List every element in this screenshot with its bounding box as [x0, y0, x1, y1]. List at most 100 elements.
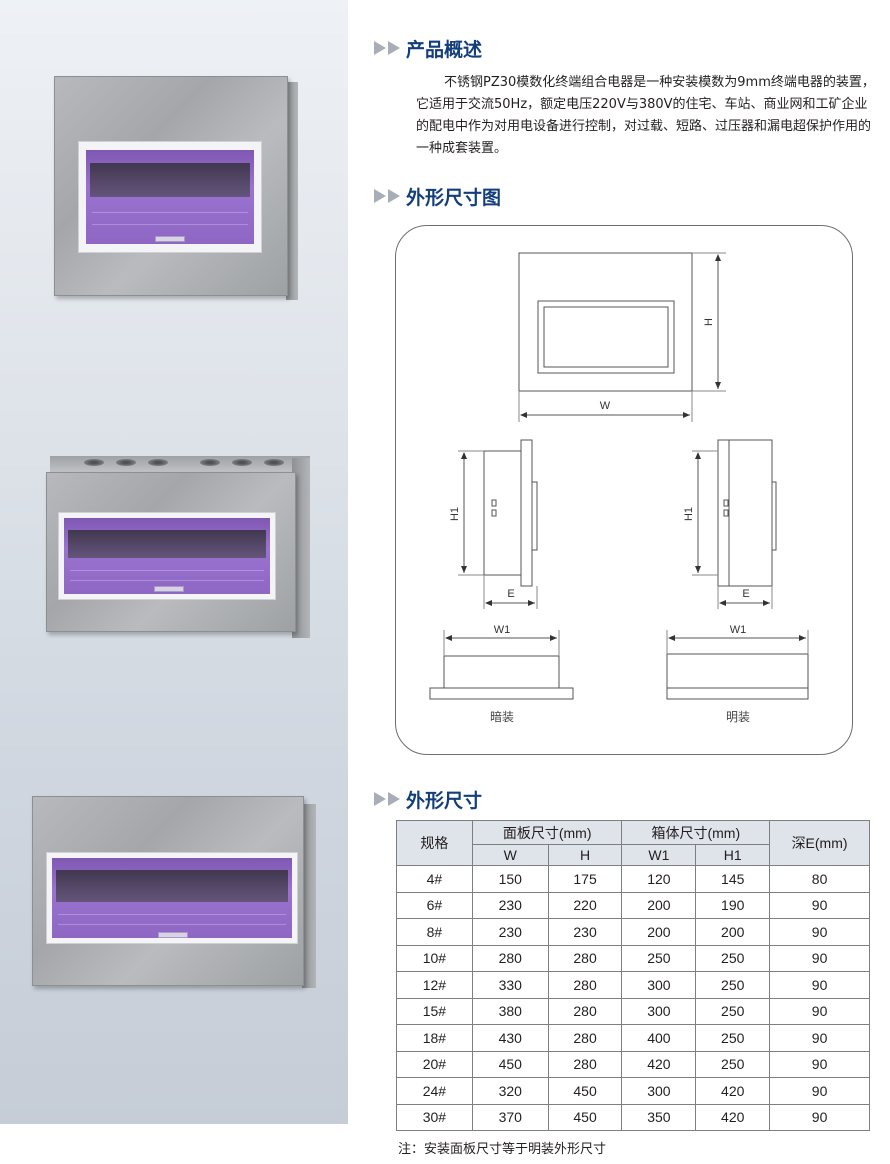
front-window-outline — [537, 300, 675, 374]
table-cell: 450 — [547, 1103, 623, 1131]
table-cell: 90 — [769, 1024, 870, 1052]
table-note: 注：安装面板尺寸等于明装外形尺寸 — [398, 1142, 607, 1157]
table-cell: 90 — [769, 997, 870, 1025]
table-cell: 220 — [547, 891, 623, 919]
header-h1: H1 — [695, 844, 771, 866]
caption-surface: 明装 — [726, 710, 750, 724]
table-cell: 300 — [621, 971, 697, 999]
table-cell: 90 — [769, 1103, 870, 1131]
table-cell: 350 — [621, 1103, 697, 1131]
table-cell: 230 — [547, 918, 623, 946]
table-cell: 450 — [547, 1077, 623, 1105]
table-cell: 90 — [769, 918, 870, 946]
header-depth: 深E(mm) — [769, 820, 870, 866]
section-title: 产品概述 — [406, 38, 483, 61]
table-cell: 250 — [621, 944, 697, 972]
dimension-drawing-svg: H W H1 E H1 E W1 W1 暗装 明装 — [429, 252, 809, 724]
table-cell: 430 — [471, 1024, 549, 1052]
label-e-right: E — [742, 588, 749, 600]
table-cell: 90 — [769, 891, 870, 919]
table-cell: 90 — [769, 944, 870, 972]
table-cell: 420 — [621, 1050, 697, 1078]
table-cell: 90 — [769, 971, 870, 999]
dimension-drawing: H W H1 E H1 E W1 W1 暗装 明装 — [395, 225, 853, 755]
table-cell: 420 — [695, 1103, 771, 1131]
table-cell: 250 — [695, 971, 771, 999]
table-cell: 250 — [695, 997, 771, 1025]
table-header: 规格 面板尺寸(mm) 箱体尺寸(mm) 深E(mm) W H W1 H1 — [396, 820, 870, 866]
table-cell: 250 — [695, 944, 771, 972]
product-photo-small — [0, 0, 348, 320]
table-cell: 4# — [396, 865, 473, 893]
table-cell: 200 — [621, 918, 697, 946]
front-window-inner — [543, 306, 669, 368]
table-cell: 30# — [396, 1103, 473, 1131]
table-cell: 200 — [695, 918, 771, 946]
overview-paragraph: 不锈钢PZ30模数化终端组合电器是一种安装模数为9mm终端电器的装置，它适用于交… — [416, 75, 875, 156]
dimension-table: 规格 面板尺寸(mm) 箱体尺寸(mm) 深E(mm) W H W1 H1 4#… — [396, 820, 870, 1131]
table-cell: 10# — [396, 944, 473, 972]
table-cell: 150 — [471, 865, 549, 893]
flush-bottom-panel — [429, 687, 574, 700]
label-h1-right: H1 — [683, 507, 695, 521]
label-w1-right: W1 — [730, 624, 747, 636]
table-cell: 15# — [396, 997, 473, 1025]
table-cell: 300 — [621, 1077, 697, 1105]
table-cell: 280 — [547, 1050, 623, 1078]
header-w1: W1 — [621, 844, 697, 866]
section-heading-dimensions: 外形尺寸 — [374, 786, 482, 812]
product-photo-large — [0, 780, 348, 1000]
table-cell: 450 — [471, 1050, 549, 1078]
table-cell: 380 — [471, 997, 549, 1025]
table-cell: 90 — [769, 1050, 870, 1078]
product-photo-column — [0, 0, 348, 1124]
table-cell: 370 — [471, 1103, 549, 1131]
table-cell: 90 — [769, 1077, 870, 1105]
table-cell: 120 — [621, 865, 697, 893]
header-spec: 规格 — [396, 820, 473, 866]
table-cell: 400 — [621, 1024, 697, 1052]
table-cell: 280 — [547, 1024, 623, 1052]
table-cell: 330 — [471, 971, 549, 999]
table-cell: 20# — [396, 1050, 473, 1078]
label-e-left: E — [507, 588, 514, 600]
label-h: H — [703, 318, 715, 326]
table-cell: 8# — [396, 918, 473, 946]
table-cell: 12# — [396, 971, 473, 999]
table-cell: 18# — [396, 1024, 473, 1052]
header-w: W — [471, 844, 549, 866]
header-h: H — [547, 844, 623, 866]
table-cell: 24# — [396, 1077, 473, 1105]
section-title: 外形尺寸图 — [406, 186, 502, 209]
surface-bottom-box — [666, 653, 809, 689]
section-heading-overview: 产品概述 — [374, 35, 482, 61]
section-title: 外形尺寸 — [406, 789, 483, 812]
table-cell: 280 — [471, 944, 549, 972]
table-cell: 280 — [547, 971, 623, 999]
surface-side-box — [728, 439, 773, 587]
table-cell: 6# — [396, 891, 473, 919]
table-cell: 145 — [695, 865, 771, 893]
table-cell: 190 — [695, 891, 771, 919]
flush-side-panel — [520, 439, 533, 587]
table-cell: 250 — [695, 1024, 771, 1052]
front-panel-outline — [518, 252, 693, 392]
section-heading-drawing: 外形尺寸图 — [374, 183, 501, 209]
label-w: W — [600, 400, 611, 412]
flush-bottom-box — [443, 655, 560, 689]
double-arrow-icon — [374, 189, 400, 203]
table-cell: 250 — [695, 1050, 771, 1078]
label-w1-left: W1 — [494, 624, 511, 636]
double-arrow-icon — [374, 41, 400, 55]
flush-side-box — [483, 450, 522, 576]
